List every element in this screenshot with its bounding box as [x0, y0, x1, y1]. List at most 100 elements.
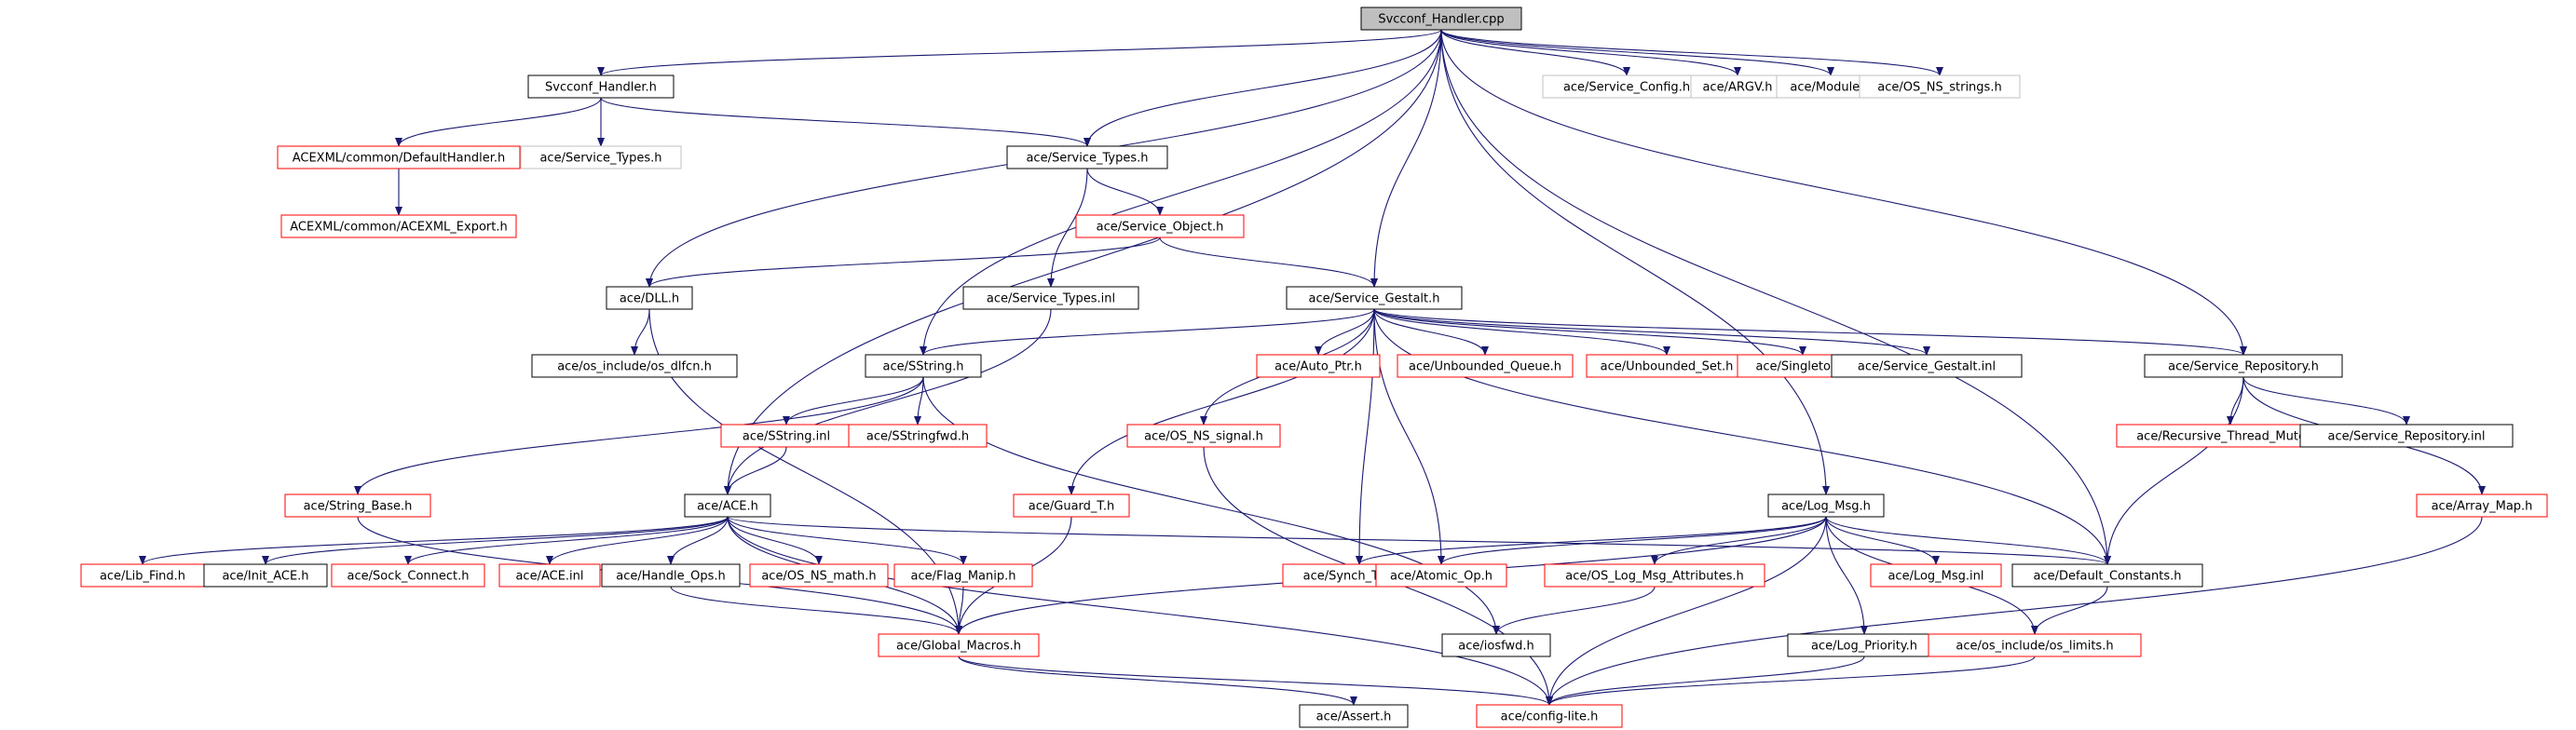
- node-box[interactable]: [606, 286, 693, 310]
- node-box[interactable]: [1544, 563, 1765, 588]
- node-box[interactable]: [284, 493, 431, 518]
- node-box[interactable]: [1586, 354, 1748, 378]
- node-sstring-inl[interactable]: ace/SString.inl: [720, 424, 852, 448]
- node-box[interactable]: [527, 74, 675, 99]
- node-ace-h[interactable]: ace/ACE.h: [684, 493, 771, 518]
- node-log-msg-h[interactable]: ace/Log_Msg.h: [1767, 493, 1885, 518]
- node-svc-types-inl[interactable]: ace/Service_Types.inl: [962, 286, 1139, 310]
- node-flag-manip-h[interactable]: ace/Flag_Manip.h: [893, 563, 1033, 588]
- node-box[interactable]: [2144, 354, 2343, 378]
- node-box[interactable]: [1013, 493, 1130, 518]
- node-sstringfwd-h[interactable]: ace/SStringfwd.h: [848, 424, 988, 448]
- node-box[interactable]: [1928, 633, 2142, 657]
- node-box[interactable]: [203, 563, 328, 588]
- edge-root-to-sstring_h: [920, 29, 1442, 356]
- node-box[interactable]: [720, 424, 852, 448]
- node-box[interactable]: [1075, 214, 1245, 238]
- node-svcconf-h[interactable]: Svcconf_Handler.h: [527, 74, 675, 99]
- node-svc-types-h[interactable]: ace/Service_Types.h: [1006, 145, 1168, 169]
- node-global-macros-h[interactable]: ace/Global_Macros.h: [878, 633, 1040, 657]
- node-svc-gestalt-inl[interactable]: ace/Service_Gestalt.inl: [1831, 354, 2023, 378]
- node-box[interactable]: [520, 145, 682, 169]
- node-svc-repo-h[interactable]: ace/Service_Repository.h: [2144, 354, 2343, 378]
- node-svc-gestalt-h[interactable]: ace/Service_Gestalt.h: [1286, 286, 1463, 310]
- node-svc-types-ext[interactable]: ace/Service_Types.h: [520, 145, 682, 169]
- node-box[interactable]: [277, 145, 521, 169]
- node-acexml-export[interactable]: ACEXML/common/ACEXML_Export.h: [280, 214, 517, 238]
- node-box[interactable]: [280, 214, 517, 238]
- node-box[interactable]: [749, 563, 889, 588]
- node-box[interactable]: [1787, 633, 1942, 657]
- node-box[interactable]: [1476, 704, 1623, 728]
- node-box[interactable]: [80, 563, 205, 588]
- node-box[interactable]: [1299, 704, 1409, 728]
- node-lib-find-h[interactable]: ace/Lib_Find.h: [80, 563, 205, 588]
- node-box[interactable]: [1859, 74, 2021, 99]
- node-os-ns-math-h[interactable]: ace/OS_NS_math.h: [749, 563, 889, 588]
- node-box[interactable]: [684, 493, 771, 518]
- node-ace-inl[interactable]: ace/ACE.inl: [498, 563, 601, 588]
- node-unb-set-h[interactable]: ace/Unbounded_Set.h: [1586, 354, 1748, 378]
- edge-svc_gestalt_h-to-atomic_op_h: [1373, 308, 1445, 565]
- node-argv-h[interactable]: ace/ARGV.h: [1690, 74, 1785, 99]
- node-acexml-defh[interactable]: ACEXML/common/DefaultHandler.h: [277, 145, 521, 169]
- node-box[interactable]: [1006, 145, 1168, 169]
- node-os-log-attr-h[interactable]: ace/OS_Log_Msg_Attributes.h: [1544, 563, 1765, 588]
- node-box[interactable]: [331, 563, 485, 588]
- node-os-ns-strings-h[interactable]: ace/OS_NS_strings.h: [1859, 74, 2021, 99]
- node-box[interactable]: [1360, 7, 1522, 31]
- edge-path: [1440, 29, 1630, 76]
- node-os-limits-h[interactable]: ace/os_include/os_limits.h: [1928, 633, 2142, 657]
- node-box[interactable]: [498, 563, 601, 588]
- node-svc-object-h[interactable]: ace/Service_Object.h: [1075, 214, 1245, 238]
- edge-path: [1825, 516, 2111, 565]
- edge-ace_h-to-sock_connect_h: [404, 516, 729, 565]
- node-os-dlfcn-h[interactable]: ace/os_include/os_dlfcn.h: [531, 354, 738, 378]
- node-box[interactable]: [1126, 424, 1281, 448]
- node-log-priority-h[interactable]: ace/Log_Priority.h: [1787, 633, 1942, 657]
- node-assert-h[interactable]: ace/Assert.h: [1299, 704, 1409, 728]
- node-box[interactable]: [1286, 286, 1463, 310]
- node-box[interactable]: [1375, 563, 1507, 588]
- node-box[interactable]: [1831, 354, 2023, 378]
- node-string-base-h[interactable]: ace/String_Base.h: [284, 493, 431, 518]
- node-box[interactable]: [1256, 354, 1381, 378]
- node-log-msg-inl[interactable]: ace/Log_Msg.inl: [1870, 563, 2002, 588]
- node-label: ace/String_Base.h: [304, 500, 413, 514]
- node-box[interactable]: [865, 354, 982, 378]
- node-handle-ops-h[interactable]: ace/Handle_Ops.h: [601, 563, 741, 588]
- node-config-lite-h[interactable]: ace/config-lite.h: [1476, 704, 1623, 728]
- node-unb-queue-h[interactable]: ace/Unbounded_Queue.h: [1397, 354, 1574, 378]
- node-array-map-h[interactable]: ace/Array_Map.h: [2416, 493, 2548, 518]
- node-box[interactable]: [962, 286, 1139, 310]
- node-guard-t-h[interactable]: ace/Guard_T.h: [1013, 493, 1130, 518]
- node-atomic-op-h[interactable]: ace/Atomic_Op.h: [1375, 563, 1507, 588]
- node-init-ace-h[interactable]: ace/Init_ACE.h: [203, 563, 328, 588]
- edge-path: [1373, 308, 1806, 356]
- node-box[interactable]: [2011, 563, 2203, 588]
- node-box[interactable]: [2299, 424, 2514, 448]
- node-iosfwd-h[interactable]: ace/iosfwd.h: [1441, 633, 1551, 657]
- edge-svc_gestalt_h-to-unb_set_h: [1373, 308, 1670, 356]
- node-box[interactable]: [1441, 633, 1551, 657]
- node-sock-connect-h[interactable]: ace/Sock_Connect.h: [331, 563, 485, 588]
- node-box[interactable]: [1767, 493, 1885, 518]
- node-box[interactable]: [601, 563, 741, 588]
- node-box[interactable]: [531, 354, 738, 378]
- node-os-ns-signal-h[interactable]: ace/OS_NS_signal.h: [1126, 424, 1281, 448]
- node-box[interactable]: [893, 563, 1033, 588]
- node-auto-ptr-h[interactable]: ace/Auto_Ptr.h: [1256, 354, 1381, 378]
- node-box[interactable]: [848, 424, 988, 448]
- node-svc-repo-inl[interactable]: ace/Service_Repository.inl: [2299, 424, 2514, 448]
- node-box[interactable]: [1870, 563, 2002, 588]
- node-box[interactable]: [878, 633, 1040, 657]
- node-box[interactable]: [1690, 74, 1785, 99]
- node-box[interactable]: [2416, 493, 2548, 518]
- node-sstring-h[interactable]: ace/SString.h: [865, 354, 982, 378]
- node-box[interactable]: [1397, 354, 1574, 378]
- node-box[interactable]: [1542, 74, 1711, 99]
- node-dll-h[interactable]: ace/DLL.h: [606, 286, 693, 310]
- node-default-const-h[interactable]: ace/Default_Constants.h: [2011, 563, 2203, 588]
- node-svc-config-h[interactable]: ace/Service_Config.h: [1542, 74, 1711, 99]
- node-root[interactable]: Svcconf_Handler.cpp: [1360, 7, 1522, 31]
